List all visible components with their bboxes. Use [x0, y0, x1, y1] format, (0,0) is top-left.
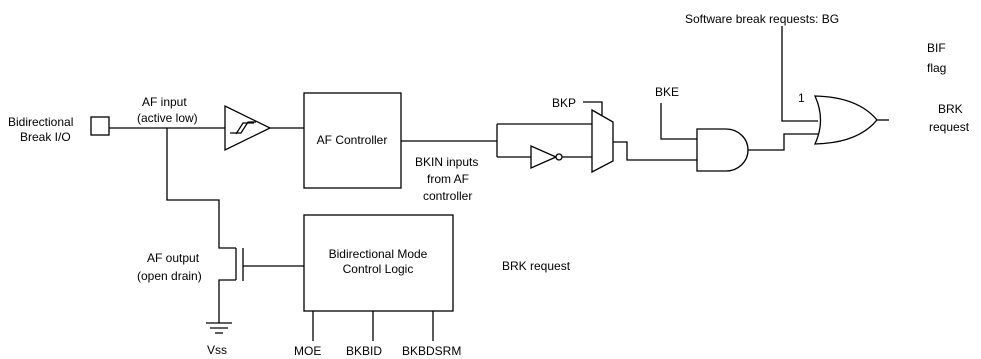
bkin-label: BKIN inputs [415, 155, 478, 169]
bidir-break-io-label-2: Break I/O [20, 130, 71, 144]
bidir-control-logic-label: Control Logic [343, 262, 414, 276]
wire-bke-to-and [660, 103, 697, 140]
wire-and-to-or [748, 133, 818, 151]
bidir-mode-control-block [303, 214, 454, 312]
bif-flag-label: flag [927, 61, 946, 75]
brk-output-label: BRK [938, 102, 963, 116]
bkbid-label: BKBID [346, 344, 382, 358]
bkbdsrm-label: BKBDSRM [402, 344, 461, 358]
af-input-active-low-label: (active low) [137, 111, 198, 125]
af-output-label: AF output [147, 251, 200, 265]
bif-label: BIF [927, 41, 946, 55]
bkin-controller-label: controller [423, 189, 472, 203]
moe-label: MOE [294, 344, 321, 358]
and-gate [696, 128, 749, 172]
brk-output-request-label: request [929, 120, 970, 134]
bkp-label: BKP [552, 96, 576, 110]
or-input-1-label: 1 [798, 91, 805, 105]
af-output-open-drain-label: (open drain) [137, 269, 202, 283]
open-drain-transistor [218, 248, 304, 323]
ground-symbol [206, 322, 232, 334]
wire-bkp-select [583, 101, 603, 115]
wire-af-output [166, 128, 236, 249]
wire-mux-to-and [613, 141, 697, 161]
bkin-from-af-label: from AF [427, 172, 469, 186]
break-io-pad [90, 116, 110, 136]
or-gate [813, 95, 878, 145]
af-input-label: AF input [142, 95, 187, 109]
af-controller-label: AF Controller [317, 133, 388, 147]
software-break-label: Software break requests: BG [685, 12, 839, 26]
inverter-gate [530, 145, 563, 169]
bidir-break-io-label: Bidirectional [8, 115, 73, 129]
bke-label: BKE [655, 85, 679, 99]
vss-label: Vss [207, 343, 227, 357]
af-controller-block [303, 92, 402, 189]
brk-request-mid-label: BRK request [502, 259, 571, 273]
wire-software-break [781, 26, 818, 122]
bkp-multiplexer [591, 108, 614, 174]
bidir-mode-label: Bidirectional Mode [329, 247, 428, 261]
schmitt-trigger-buffer [224, 104, 272, 152]
